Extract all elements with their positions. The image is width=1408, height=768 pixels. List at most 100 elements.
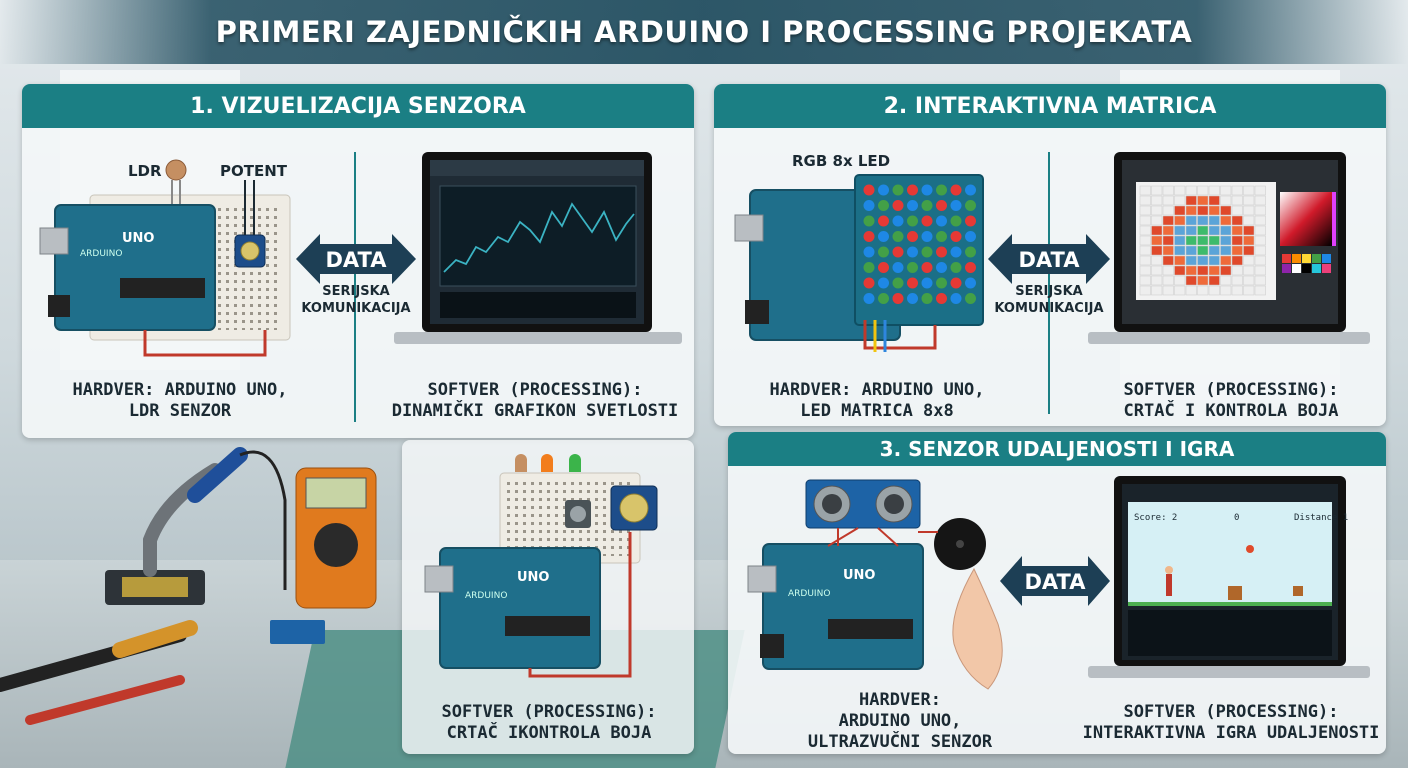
software-caption-1: SOFTVER (PROCESSING): DINAMIČKI GRAFIKON… (380, 380, 690, 422)
paint-cell (1174, 245, 1186, 256)
caption-line: CRTAČ IKONTROLA BOJA (446, 723, 652, 743)
paint-cell (1208, 215, 1220, 226)
led-dot (965, 246, 976, 258)
arduino-logo-text: UNO (122, 231, 155, 246)
led-dot (965, 200, 976, 211)
caption-line: SOFTVER (PROCESSING): (427, 380, 643, 400)
paint-cell (1139, 265, 1151, 276)
led-dot (907, 262, 918, 273)
led-dot (907, 293, 918, 304)
led-dot (950, 262, 962, 273)
color-swatch (1322, 254, 1331, 263)
paint-cell (1220, 245, 1232, 256)
paint-cell (1174, 195, 1186, 206)
paint-cell (1174, 185, 1186, 196)
led-dot (907, 246, 918, 258)
arduino-brand-text: ARDUINO (80, 249, 122, 259)
paint-cell (1231, 225, 1243, 236)
serial-caption-2: SERIJSKA KOMUNIKACIJA (988, 283, 1110, 317)
game-score: Score: 2 (1134, 513, 1177, 523)
paint-cell (1208, 235, 1220, 246)
paint-cell (1151, 245, 1163, 256)
led-dot (950, 277, 962, 289)
led-dot (936, 262, 947, 273)
paint-cell (1151, 185, 1163, 196)
paint-cell (1162, 285, 1174, 296)
paint-cell (1139, 215, 1151, 226)
title-banner: PRIMERI ZAJEDNIČKIH ARDUINO I PROCESSING… (0, 0, 1408, 64)
paint-cell (1139, 275, 1151, 286)
paint-cell (1151, 205, 1163, 216)
paint-cell (1151, 225, 1163, 236)
paint-cell (1231, 215, 1243, 226)
color-swatch (1282, 254, 1291, 263)
led-dot (965, 215, 976, 227)
color-swatch (1292, 254, 1301, 263)
paint-cell (1162, 195, 1174, 206)
arduino-setup-1: UNO ARDUINO (39, 159, 291, 357)
led-dot (907, 231, 918, 242)
paint-cell (1162, 265, 1174, 276)
workbench-tools (0, 447, 377, 725)
color-swatch (1282, 264, 1291, 273)
hand-icon (952, 567, 1003, 690)
game-center-value: 0 (1234, 513, 1239, 523)
led-dot (936, 184, 947, 196)
paint-cell (1254, 225, 1266, 236)
paint-cell (1208, 225, 1220, 236)
led-dot (892, 277, 904, 289)
game-obstacle (1293, 586, 1303, 596)
power-jack (760, 634, 784, 658)
caption-line: HARDVER: ARDUINO UNO, (72, 380, 288, 400)
caption-line: LED MATRICA 8x8 (800, 401, 954, 421)
ldr-sensor-icon (165, 159, 187, 181)
caption-line: HARDVER: (859, 690, 941, 710)
paint-cell (1231, 195, 1243, 206)
paint-cell (1243, 245, 1255, 256)
page-title: PRIMERI ZAJEDNIČKIH ARDUINO I PROCESSING… (215, 15, 1193, 49)
paint-cell (1231, 265, 1243, 276)
soldering-iron-icon (187, 447, 248, 503)
paint-cell (1185, 275, 1197, 286)
paint-cell (1151, 235, 1163, 246)
paint-cell (1208, 185, 1220, 196)
paint-cell (1243, 235, 1255, 246)
color-swatch (1292, 264, 1301, 273)
paint-grid (1139, 185, 1266, 296)
paint-cell (1185, 245, 1197, 256)
software-caption-2: SOFTVER (PROCESSING): CRTAČ I KONTROLA B… (1076, 380, 1386, 422)
paint-cell (1208, 255, 1220, 266)
led-dot (936, 293, 947, 304)
panel-header: 1. VIZUELIZACIJA SENZORA (22, 84, 694, 128)
laptop-light-graph (394, 152, 682, 344)
paint-cell (1243, 215, 1255, 226)
paint-cell (1197, 225, 1209, 236)
paint-cell (1243, 195, 1255, 206)
paint-cell (1162, 215, 1174, 226)
paint-cell (1208, 265, 1220, 276)
paint-cell (1185, 235, 1197, 246)
led-dot (950, 246, 962, 258)
led-dot (878, 215, 889, 227)
arduino-ultrasonic-setup: UNO ARDUINO (747, 479, 1003, 690)
paint-cell (1208, 205, 1220, 216)
paint-cell (1185, 185, 1197, 196)
paint-cell (1243, 285, 1255, 296)
paint-cell (1162, 235, 1174, 246)
arduino-logo-text: UNO (517, 570, 550, 585)
paint-cell (1174, 215, 1186, 226)
power-jack (48, 295, 70, 317)
caption-line: CRTAČ I KONTROLA BOJA (1123, 401, 1339, 421)
led-dot (965, 277, 976, 289)
paint-cell (1197, 235, 1209, 246)
paint-cell (1254, 195, 1266, 206)
panel-header: 3. SENZOR UDALJENOSTI I IGRA (728, 432, 1386, 466)
paint-cell (1243, 265, 1255, 276)
paint-cell (1197, 265, 1209, 276)
led-dot (878, 231, 889, 242)
led-dot (921, 215, 933, 227)
paint-cell (1162, 205, 1174, 216)
paint-cell (1174, 255, 1186, 266)
color-swatches (1282, 254, 1331, 273)
led-dot (907, 184, 918, 196)
